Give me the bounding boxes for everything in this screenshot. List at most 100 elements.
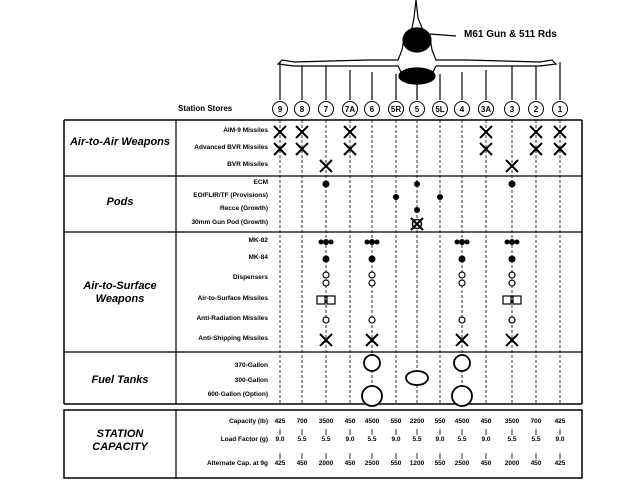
gun-label: M61 Gun & 511 Rds (464, 29, 557, 40)
tank-mark (322, 316, 330, 324)
store-mark (328, 239, 334, 245)
station-4: 4 (454, 101, 470, 117)
tank-mark (405, 370, 429, 386)
capacity-value: 4500 (454, 418, 470, 425)
table-frame (63, 119, 583, 479)
missile-mark (455, 333, 469, 347)
capacity-value: 9.0 (481, 436, 491, 443)
capacity-value: 450 (530, 460, 542, 467)
store-mark (322, 180, 330, 188)
station-1: 1 (552, 101, 568, 117)
row-label: Anti-Radiation Missiles (196, 315, 268, 322)
missile-mark (273, 142, 287, 156)
capacity-value: 425 (554, 418, 566, 425)
row-label: Anti-Shipping Missiles (198, 335, 268, 342)
capacity-value: 1200 (409, 460, 425, 467)
missile-mark (553, 142, 567, 156)
capacity-row-label: Load Factor (g) (220, 436, 268, 443)
store-mark (514, 239, 520, 245)
capacity-value: 3500 (318, 418, 334, 425)
capacity-value: 5.5 (321, 436, 331, 443)
category-pods: Pods (106, 196, 134, 208)
capacity-value: 700 (530, 418, 542, 425)
store-mark (414, 207, 420, 213)
tank-mark (508, 271, 516, 279)
missile-mark (295, 142, 309, 156)
tank-mark (322, 279, 330, 287)
capacity-value: 2200 (409, 418, 425, 425)
missile-mark (295, 125, 309, 139)
capacity-value: 425 (274, 460, 286, 467)
store-mark (509, 239, 515, 245)
capacity-value: 550 (434, 418, 446, 425)
missile-mark (410, 217, 424, 231)
capacity-value: 2500 (364, 460, 380, 467)
capacity-value: 2000 (318, 460, 334, 467)
capacity-value: 9.0 (275, 436, 285, 443)
store-mark (512, 295, 522, 305)
station-8: 8 (294, 101, 310, 117)
capacity-value: 550 (390, 418, 402, 425)
missile-mark (365, 333, 379, 347)
tank-mark (508, 316, 516, 324)
store-mark (316, 295, 326, 305)
tank-mark (363, 354, 381, 372)
station-5l: 5L (432, 101, 448, 117)
store-mark (374, 239, 380, 245)
store-mark (458, 255, 466, 263)
missile-mark (529, 142, 543, 156)
missile-mark (505, 333, 519, 347)
capacity-value: 5.5 (531, 436, 541, 443)
tank-mark (453, 354, 471, 372)
missile-mark (319, 333, 333, 347)
capacity-value: 425 (274, 418, 286, 425)
row-label: 30mm Gun Pod (Growth) (191, 219, 268, 226)
missile-mark (529, 125, 543, 139)
missile-mark (505, 159, 519, 173)
store-mark (369, 239, 375, 245)
tank-mark (361, 385, 383, 407)
store-mark (393, 194, 399, 200)
capacity-value: 9.0 (435, 436, 445, 443)
capacity-value: 700 (296, 418, 308, 425)
capacity-value: 5.5 (507, 436, 517, 443)
capacity-value: 450 (480, 460, 492, 467)
missile-mark (479, 142, 493, 156)
store-mark (504, 239, 510, 245)
missile-mark (479, 125, 493, 139)
capacity-value: 450 (344, 418, 356, 425)
store-mark (368, 255, 376, 263)
store-mark (323, 239, 329, 245)
capacity-value: 5.5 (367, 436, 377, 443)
capacity-value: 550 (390, 460, 402, 467)
row-label: Air-to-Surface Missiles (197, 295, 268, 302)
row-label: Advanced BVR Missiles (194, 144, 268, 151)
missile-mark (343, 125, 357, 139)
row-label: AIM-9 Missiles (223, 127, 268, 134)
row-label: ECM (253, 179, 268, 186)
tank-mark (451, 385, 473, 407)
tank-mark (322, 271, 330, 279)
store-mark (508, 180, 516, 188)
row-label: 300-Gallon (234, 377, 268, 384)
store-mark (454, 239, 460, 245)
store-mark (464, 239, 470, 245)
missile-mark (273, 125, 287, 139)
tank-mark (368, 271, 376, 279)
tank-mark (458, 279, 466, 287)
station-9: 9 (272, 101, 288, 117)
category-air-to-air: Air-to-Air Weapons (69, 136, 171, 148)
missile-mark (343, 142, 357, 156)
row-label: Dispensers (232, 274, 268, 281)
category-fuel-tanks: Fuel Tanks (91, 374, 149, 386)
store-mark (326, 295, 336, 305)
capacity-value: 450 (480, 418, 492, 425)
station-6: 6 (364, 101, 380, 117)
station-stores-label: Station Stores (178, 104, 233, 113)
station-7a: 7A (342, 101, 358, 117)
capacity-value: 2500 (454, 460, 470, 467)
capacity-value: 550 (434, 460, 446, 467)
station-7: 7 (318, 101, 334, 117)
